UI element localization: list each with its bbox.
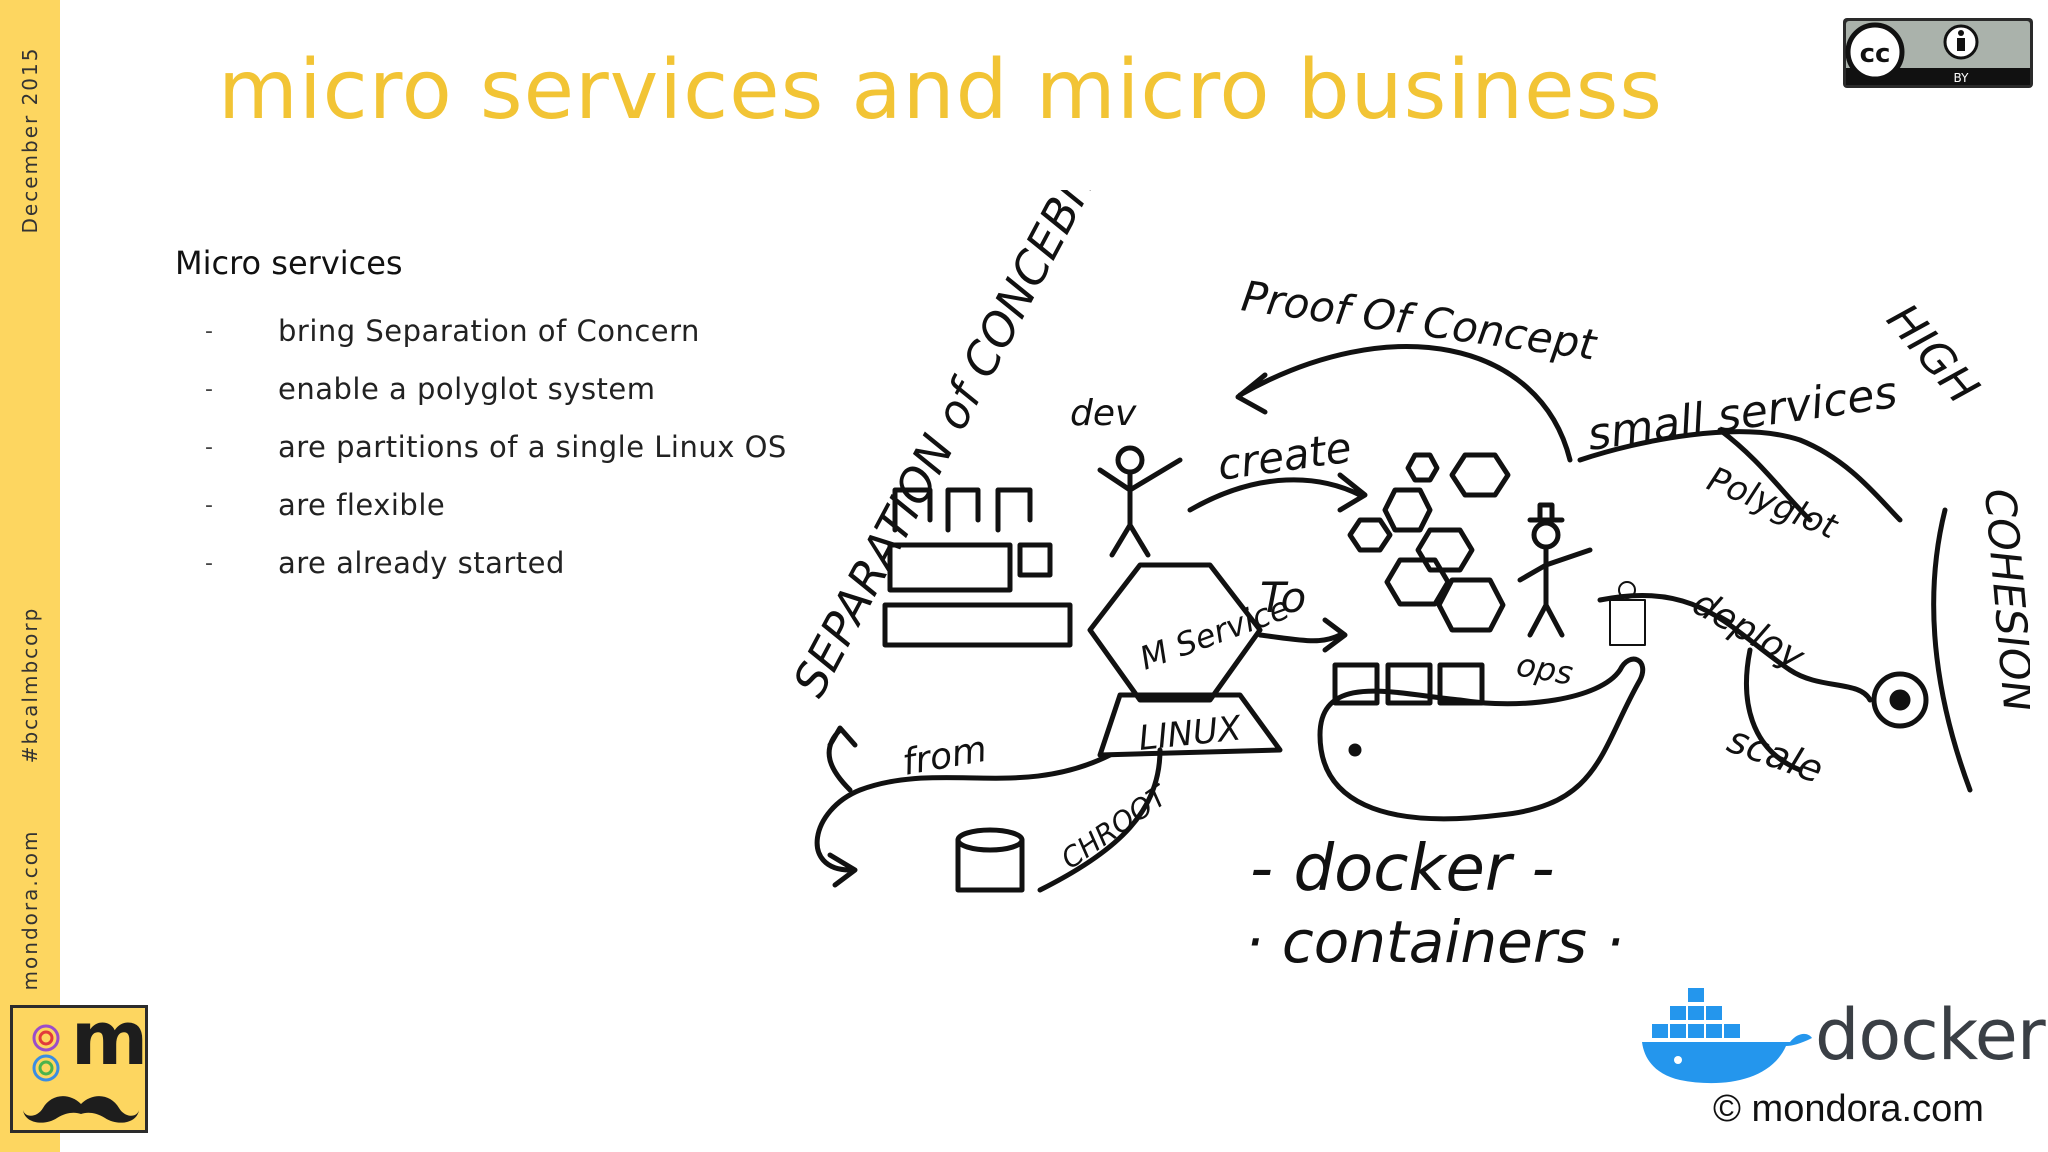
hand-drawn-sketch: SEPARATION of CONCEBN Proof Of Concept d… — [782, 190, 2030, 976]
sketch-box — [887, 542, 1013, 593]
section-heading: Micro services — [175, 244, 403, 282]
sidebar-band — [0, 0, 60, 1152]
docker-wordmark: docker — [1815, 994, 2046, 1076]
service-hexagon — [1087, 562, 1263, 703]
docker-whale-icon — [1642, 988, 1812, 1084]
list-item: -bring Separation of Concern — [205, 314, 700, 348]
copyright-text: © mondora.com — [1713, 1088, 1984, 1130]
svg-text:cc: cc — [1860, 39, 1891, 69]
logo-letter: m — [71, 996, 149, 1082]
sidebar-date: December 2015 — [18, 46, 42, 234]
sketch-to: To — [1260, 573, 1306, 622]
slide-title: micro services and micro business — [218, 43, 1664, 138]
sketch-cohesion: COHESION — [1975, 487, 2030, 714]
linux-shape — [1097, 692, 1283, 758]
colored-rings-icon — [32, 1024, 60, 1082]
sketch-polyglot: Polyglot — [1702, 459, 1845, 548]
list-item: -are already started — [205, 546, 565, 580]
dev-figure-head — [1115, 445, 1145, 475]
cc-by-license-badge: cc BY — [1843, 18, 2033, 88]
robot-icon — [1609, 599, 1646, 646]
sidebar-hashtag: #bcalmbcorp — [18, 606, 42, 764]
sketch-docker: - docker - — [1250, 832, 1555, 906]
list-item: -enable a polyglot system — [205, 372, 656, 406]
sketch-box — [882, 602, 1073, 648]
list-item: -are flexible — [205, 488, 446, 522]
svg-text:BY: BY — [1954, 71, 1970, 85]
sketch-bracket-shapes — [892, 487, 1033, 533]
sidebar-website: mondora.com — [18, 829, 42, 991]
deploy-target — [1871, 671, 1929, 729]
to-arrow — [1257, 617, 1348, 653]
sketch-separation: SEPARATION of CONCEBN — [782, 190, 1107, 705]
ops-figure — [1517, 544, 1593, 638]
list-item: -are partitions of a single Linux OS — [205, 430, 787, 464]
sketch-chroot: CHROOT — [1055, 778, 1175, 876]
database-icon — [955, 827, 1025, 853]
docker-logo — [1642, 988, 1812, 1084]
from-arrow — [814, 752, 1113, 888]
sketch-dev: dev — [1070, 393, 1137, 434]
docker-whale-sketch — [1317, 656, 1646, 822]
sketch-proof: Proof Of Concept — [1239, 271, 1601, 369]
sketch-service: M Service — [1135, 588, 1295, 677]
mondora-logo: m — [10, 996, 149, 1133]
create-arrow — [1187, 472, 1368, 513]
mustache-icon — [23, 1096, 139, 1123]
proof-arrow — [1235, 344, 1573, 463]
cc-icon — [1845, 22, 1905, 82]
sketch-ops: ops — [1514, 645, 1576, 692]
bullet-list: -bring Separation of Concern -enable a p… — [205, 302, 787, 592]
sketch-containers: · containers · — [1245, 908, 1624, 976]
